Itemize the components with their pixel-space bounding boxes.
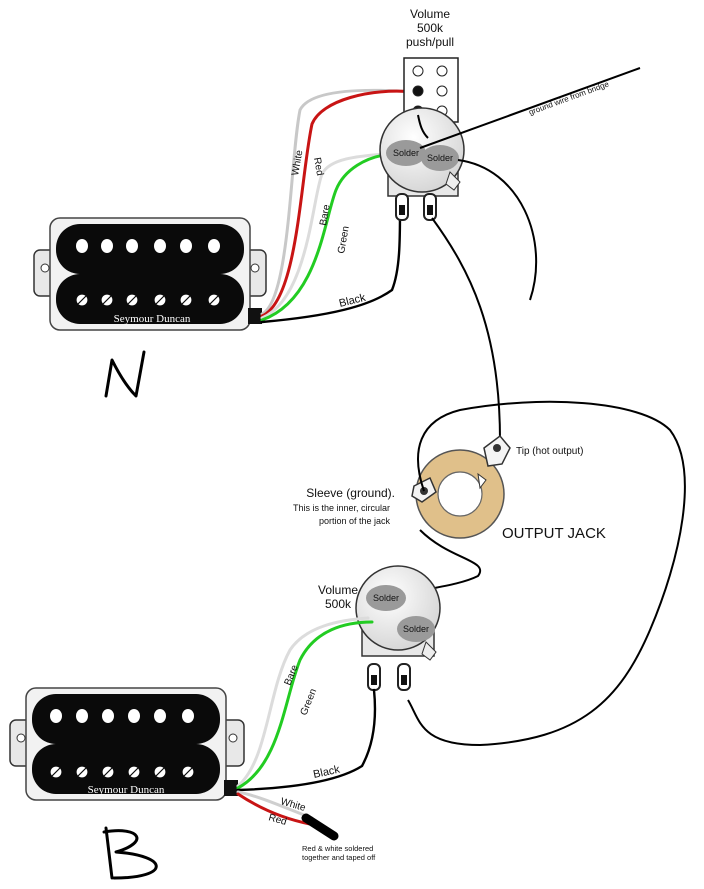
neck-solder-left	[386, 140, 426, 166]
neck-letter-text: N	[0, 0, 1, 1]
bridge-solder-left-label: Solder	[373, 593, 399, 603]
bridge-bare-wire	[236, 616, 370, 788]
neck-red-wire	[260, 89, 417, 318]
neck-wires	[260, 88, 417, 324]
neck-white-wire	[260, 88, 417, 316]
neck-handwritten-letter: N	[0, 0, 146, 398]
taped-note-1: Red & white soldered	[302, 844, 373, 853]
bridge-volume-pot: Solder Solder	[355, 565, 441, 691]
ground-wire-label: ground wire from bridge	[528, 79, 611, 117]
neck-bare-wire	[260, 152, 387, 320]
neck-red-label: Red	[311, 157, 325, 177]
bridge-solder-right	[397, 616, 435, 642]
taped-end	[301, 813, 339, 841]
neck-black-wire	[260, 208, 402, 324]
bridge-solder-right-label: Solder	[403, 624, 429, 634]
sleeve-desc-1: This is the inner, circular	[293, 503, 390, 513]
bridge-wires	[236, 616, 377, 841]
neck-pickup-brand: Seymour Duncan	[114, 313, 191, 325]
sleeve-title: Sleeve (ground).	[306, 486, 395, 500]
output-jack-label: OUTPUT JACK	[502, 525, 606, 542]
bridge-solder-left	[366, 585, 406, 611]
neck-volume-type: push/pull	[406, 35, 454, 49]
neck-solder-right-label: Solder	[427, 153, 453, 163]
neck-volume-pot: Solder Solder	[379, 107, 465, 221]
bridge-red-wire	[236, 792, 312, 826]
ground-loop-wire	[407, 400, 686, 747]
taped-note-2: together and taped off	[302, 853, 376, 862]
neck-solder-right	[421, 145, 459, 171]
neck-pole-pieces	[76, 239, 220, 253]
neck-green-wire	[260, 152, 394, 322]
bridge-pickup-coil-top	[32, 694, 220, 744]
bridge-black-wire	[236, 688, 377, 792]
neck-output-wire	[431, 217, 501, 441]
bridge-black-label: Black	[312, 764, 341, 781]
bridge-red-label: Red	[267, 812, 288, 828]
ground-wire	[419, 67, 641, 149]
tip-label: Tip (hot output)	[516, 446, 583, 457]
bridge-pickup-brand: Seymour Duncan	[88, 784, 165, 796]
bridge-letter-text: B	[0, 0, 1, 1]
neck-green-label: Green	[336, 225, 352, 254]
neck-volume-value: 500k	[417, 21, 444, 35]
neck-to-bridge-pot-wire	[457, 159, 538, 301]
output-jack	[411, 434, 511, 539]
neck-pickup-coil-bottom	[56, 274, 244, 324]
bridge-volume-value: 500k	[325, 597, 352, 611]
bridge-pickup-coil-bottom	[32, 744, 220, 794]
neck-solder-left-label: Solder	[393, 148, 419, 158]
bridge-pickup: Seymour Duncan	[9, 687, 245, 801]
bridge-handwritten-letter: B	[0, 0, 158, 880]
sleeve-desc-2: portion of the jack	[319, 516, 391, 526]
neck-bare-label: Bare	[318, 203, 333, 226]
bridge-bare-label: Bare	[283, 663, 301, 687]
neck-white-label: White	[290, 149, 305, 177]
neck-volume-title: Volume	[410, 7, 450, 21]
bridge-screw-poles	[49, 765, 195, 779]
bridge-pole-pieces	[50, 709, 194, 723]
neck-pickup-coil-top	[56, 224, 244, 274]
jack-hole	[437, 471, 483, 517]
neck-screw-poles	[75, 293, 221, 307]
bridge-green-label: Green	[299, 687, 320, 717]
neck-pickup: Seymour Duncan	[33, 217, 267, 331]
bridge-volume-title: Volume	[318, 583, 358, 597]
neck-volume-labels: Volume 500k push/pull	[406, 7, 454, 49]
bridge-green-wire	[236, 620, 374, 790]
neck-lead-exit	[248, 308, 262, 324]
bridge-lead-exit	[224, 780, 238, 796]
